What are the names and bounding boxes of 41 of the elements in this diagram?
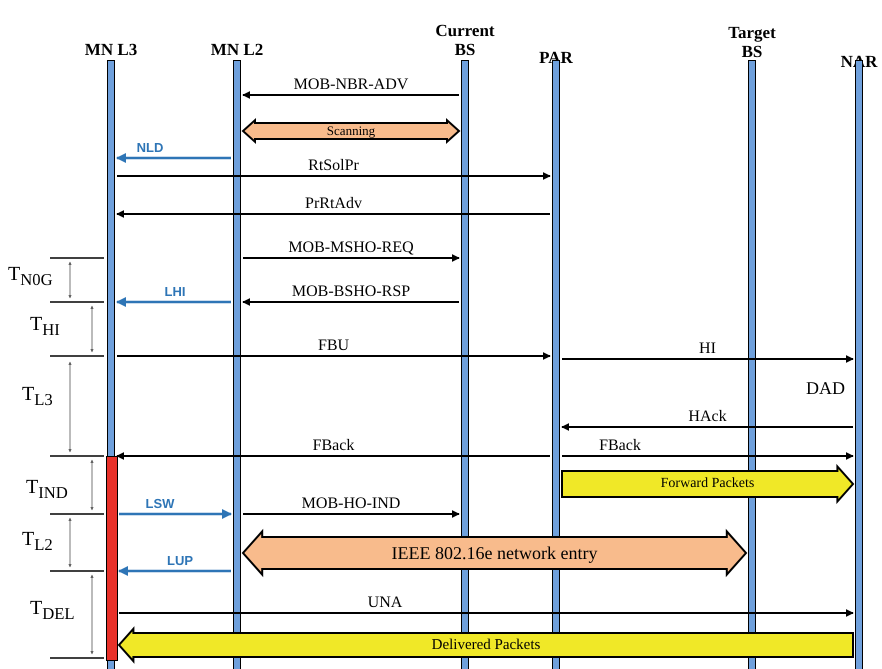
process-note: DAD (806, 378, 845, 399)
block-arrow-label: IEEE 802.16e network entry (392, 544, 598, 562)
timing-label: T$_{HI}$ (30, 313, 60, 340)
message-label: LSW (144, 495, 176, 512)
block-arrow (561, 464, 854, 504)
message-arrow (116, 452, 550, 460)
message-arrow (561, 423, 853, 431)
message-arrow (117, 352, 551, 360)
block-arrow-label: Forward Packets (660, 475, 754, 493)
message-arrow (117, 172, 551, 180)
block-arrow-label: Scanning (326, 122, 376, 140)
message-label: NLD (136, 139, 164, 156)
block-arrow-label: Delivered Packets (432, 636, 540, 654)
message-arrow (242, 298, 459, 306)
message-arrow (116, 297, 231, 307)
message-arrow (119, 609, 854, 617)
message-arrow (116, 210, 550, 218)
block-arrow (242, 118, 460, 144)
timing-label: T$_{IND}$ (26, 476, 68, 503)
lifeline-header: MN L2 (210, 40, 264, 59)
activation-bar (106, 456, 118, 661)
timing-label: T$_{N0G}$ (8, 263, 53, 290)
block-arrow (242, 528, 748, 578)
block-arrow (118, 626, 854, 664)
timing-label: T$_{L2}$ (22, 528, 53, 555)
message-label: LHI (164, 283, 186, 300)
message-arrow (562, 355, 854, 363)
message-arrow (562, 452, 854, 460)
message-arrow (242, 91, 459, 99)
lifeline-header: Target BS (727, 23, 777, 61)
lifeline-header: Current BS (434, 21, 496, 59)
message-label: LUP (166, 552, 194, 569)
timing-label: T$_{L3}$ (22, 383, 53, 410)
message-arrow (118, 566, 231, 576)
lifeline-header: MN L3 (84, 40, 138, 59)
message-arrow (243, 510, 460, 518)
message-label: MOB-MSHO-REQ (286, 239, 416, 256)
timing-label: T$_{DEL}$ (30, 597, 75, 624)
message-arrow (116, 153, 231, 163)
message-arrow (119, 509, 232, 519)
message-arrow (243, 254, 460, 262)
